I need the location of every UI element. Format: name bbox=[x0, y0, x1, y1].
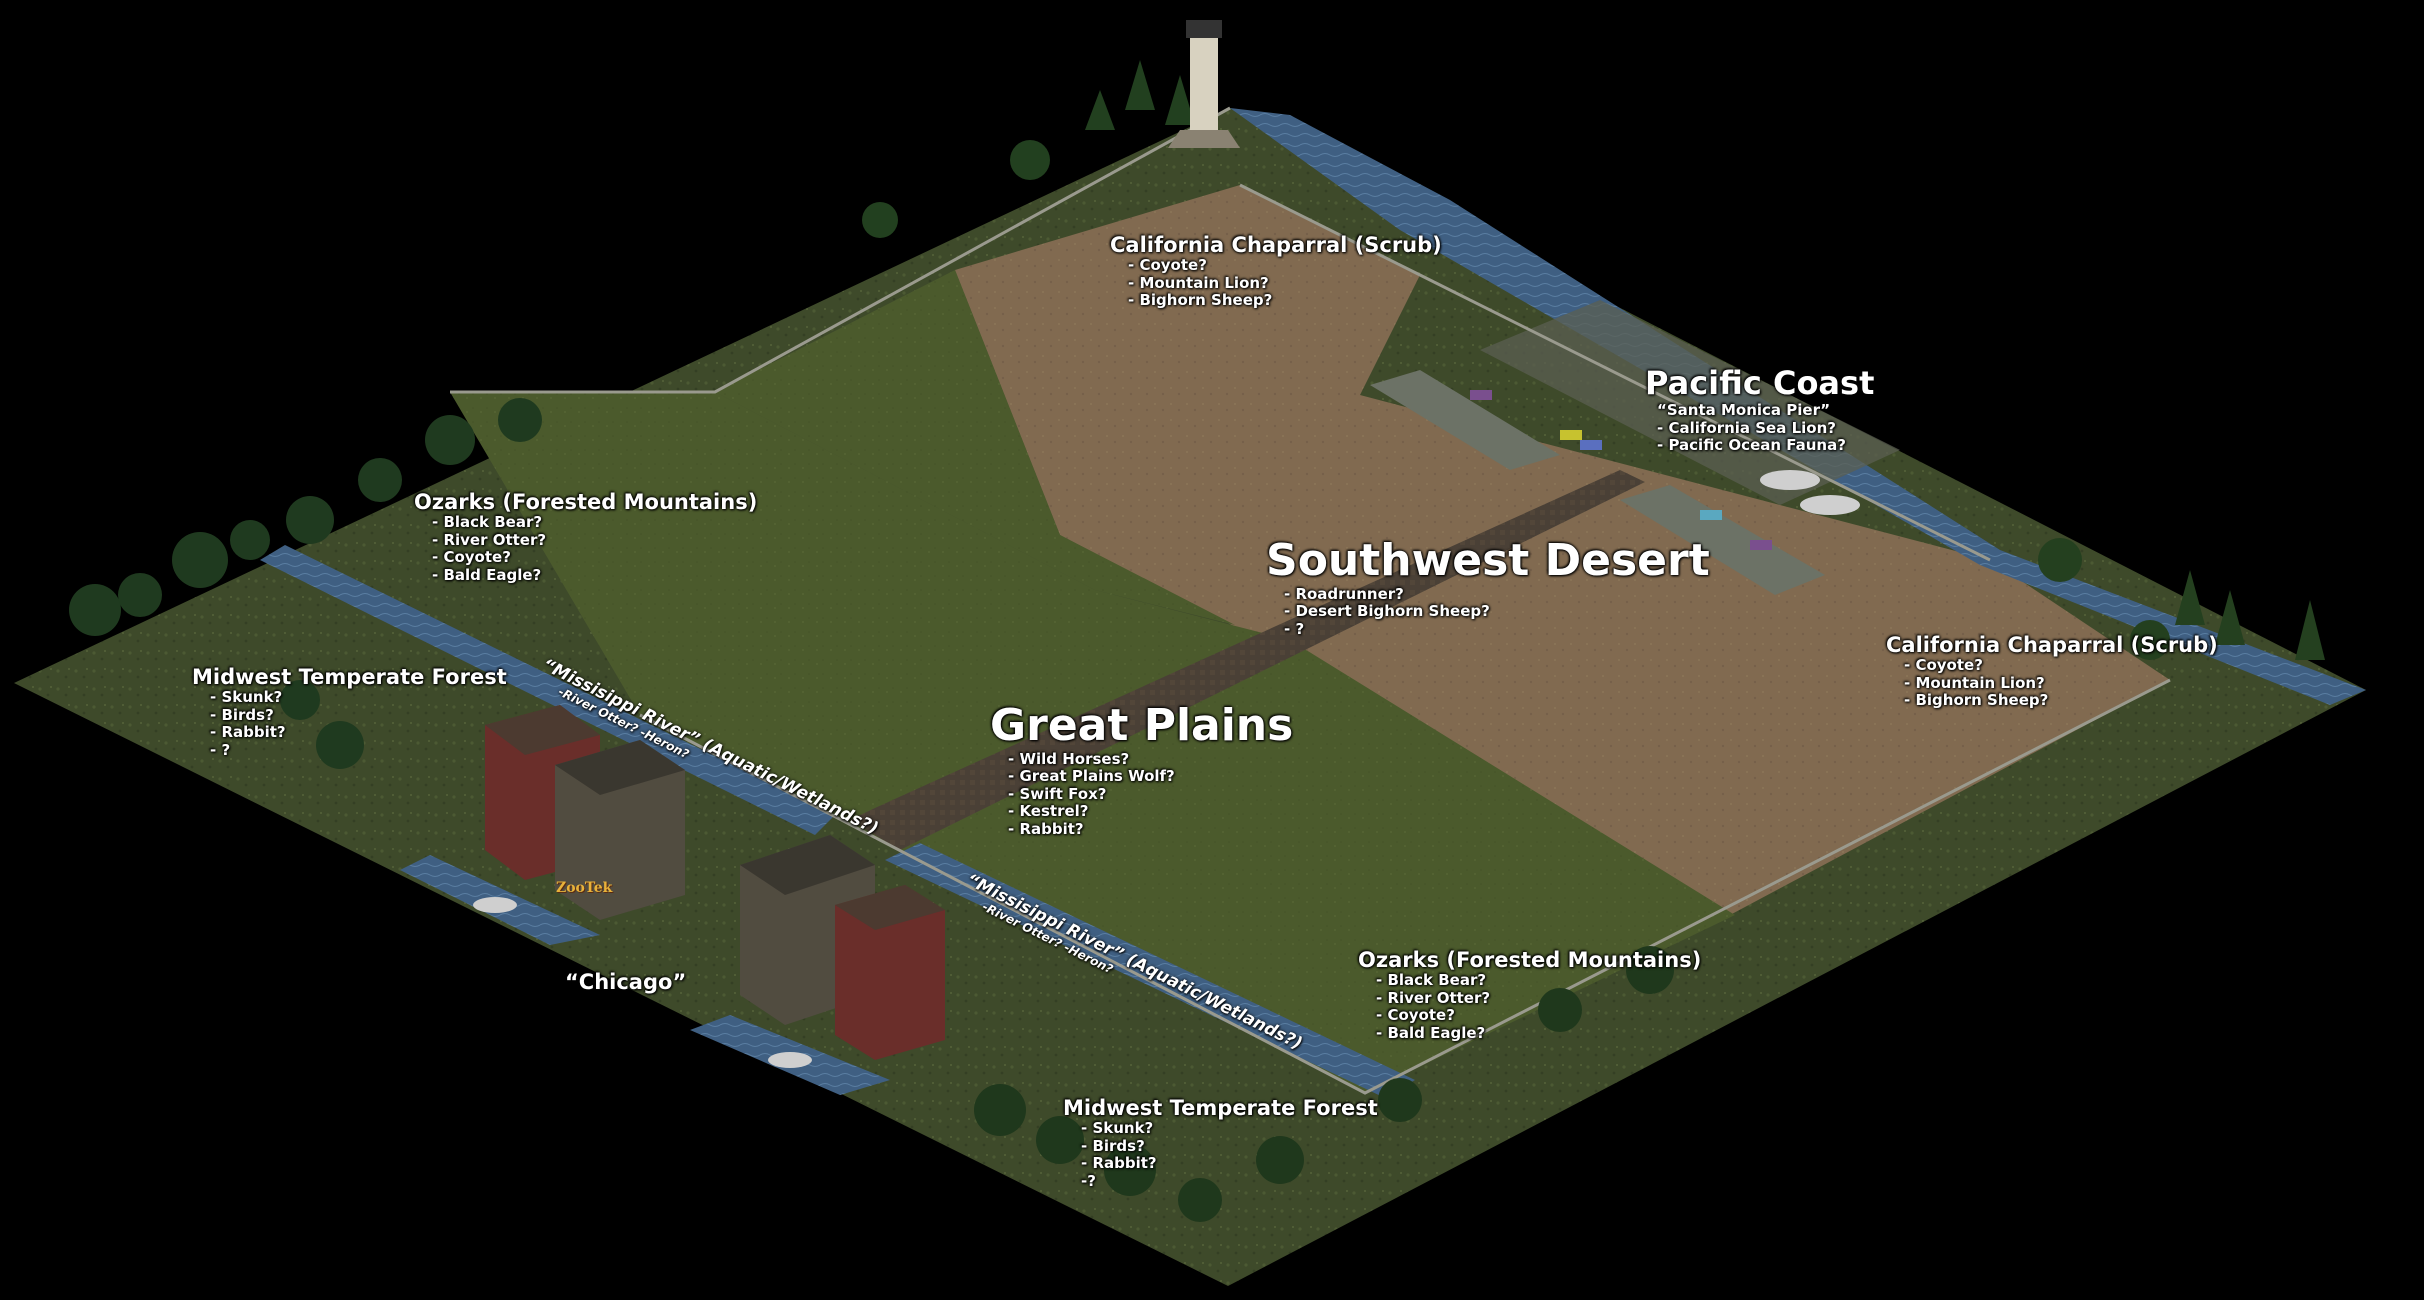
label-great-plains: Great Plains - Wild Horses? - Great Plai… bbox=[990, 700, 1293, 838]
fence-north bbox=[450, 106, 1231, 394]
label-item: - River Otter? bbox=[1376, 988, 1491, 1007]
zoo-entrance-sign: ZooTek bbox=[556, 880, 613, 896]
label-item: - Mountain Lion? bbox=[1904, 673, 2045, 692]
label-item: - Skunk? bbox=[210, 688, 283, 707]
fence-south bbox=[639, 678, 2171, 1095]
pier-plaza-left bbox=[1370, 370, 1560, 470]
label-title: California Chaparral (Scrub) bbox=[1110, 233, 1442, 257]
boats bbox=[473, 470, 1860, 1068]
label-item: - ? bbox=[210, 740, 231, 759]
label-item: - Coyote? bbox=[1904, 656, 1983, 675]
label-title: Midwest Temperate Forest bbox=[192, 665, 507, 689]
label-item: - Rabbit? bbox=[1081, 1154, 1157, 1173]
label-item: “Santa Monica Pier” bbox=[1657, 401, 1831, 420]
label-item: - Desert Bighorn Sheep? bbox=[1284, 602, 1490, 621]
lighthouse-icon bbox=[1168, 20, 1240, 148]
label-chicago: “Chicago” bbox=[565, 970, 686, 994]
label-ozarks-bottom: Ozarks (Forested Mountains) - Black Bear… bbox=[1358, 948, 1701, 1042]
tree-cluster-south bbox=[974, 946, 1674, 1222]
plains-area-upper bbox=[715, 270, 1235, 625]
label-title: “Chicago” bbox=[565, 970, 687, 994]
label-chaparral-top: California Chaparral (Scrub) - Coyote? -… bbox=[1110, 233, 1442, 310]
pier-plaza-right bbox=[1620, 485, 1825, 595]
label-item: - Swift Fox? bbox=[1008, 784, 1107, 803]
label-item: - Coyote? bbox=[1376, 1006, 1455, 1025]
label-item: - Roadrunner? bbox=[1284, 585, 1404, 604]
tree-cluster-east bbox=[2038, 538, 2325, 660]
label-item: - River Otter? bbox=[432, 530, 547, 549]
label-item: - Coyote? bbox=[1128, 256, 1207, 275]
label-item: - Bighorn Sheep? bbox=[1904, 691, 2049, 710]
building-chicago-2 bbox=[555, 740, 685, 920]
label-item: - Birds? bbox=[1081, 1136, 1145, 1155]
label-item: - ? bbox=[1284, 619, 1305, 638]
label-item: - Coyote? bbox=[432, 548, 511, 567]
pier-vehicles bbox=[1470, 390, 1772, 550]
label-item: - Rabbit? bbox=[210, 723, 286, 742]
label-item: - California Sea Lion? bbox=[1657, 418, 1836, 437]
label-item: - Birds? bbox=[210, 705, 274, 724]
tree-cluster-left bbox=[69, 398, 542, 769]
river-upper bbox=[260, 545, 835, 835]
label-title: Southwest Desert bbox=[1266, 535, 1710, 586]
ocean-edge bbox=[1230, 108, 2366, 705]
label-item: - Bighorn Sheep? bbox=[1128, 291, 1273, 310]
label-title: Midwest Temperate Forest bbox=[1063, 1096, 1378, 1120]
label-item: - Pacific Ocean Fauna? bbox=[1657, 435, 1846, 454]
label-title: Pacific Coast bbox=[1645, 364, 1875, 402]
label-item: - Black Bear? bbox=[1376, 971, 1487, 990]
label-item: - Mountain Lion? bbox=[1128, 273, 1269, 292]
label-midwest-bottom: Midwest Temperate Forest - Skunk? - Bird… bbox=[1063, 1096, 1378, 1190]
fence-east bbox=[1239, 183, 1991, 562]
label-ozarks-left: Ozarks (Forested Mountains) - Black Bear… bbox=[414, 490, 757, 584]
label-item: - Bald Eagle? bbox=[432, 565, 542, 584]
label-title: Ozarks (Forested Mountains) bbox=[414, 490, 758, 514]
main-path bbox=[850, 470, 1645, 850]
label-item: - Skunk? bbox=[1081, 1119, 1154, 1138]
label-pacific-coast: Pacific Coast “Santa Monica Pier” - Cali… bbox=[1645, 364, 1875, 454]
label-item: - Black Bear? bbox=[432, 513, 543, 532]
label-item: - Wild Horses? bbox=[1008, 750, 1130, 769]
label-midwest-left: Midwest Temperate Forest - Skunk? - Bird… bbox=[192, 665, 507, 759]
label-item: - Kestrel? bbox=[1008, 802, 1089, 821]
tree-cluster-north bbox=[862, 60, 1195, 238]
river-lower bbox=[885, 843, 1415, 1098]
building-chicago-4 bbox=[835, 885, 945, 1060]
label-title: Great Plains bbox=[990, 700, 1294, 751]
label-item: -? bbox=[1081, 1171, 1096, 1190]
label-title: California Chaparral (Scrub) bbox=[1886, 633, 2218, 657]
label-item: - Bald Eagle? bbox=[1376, 1023, 1486, 1042]
label-item: - Rabbit? bbox=[1008, 819, 1084, 838]
label-southwest-desert: Southwest Desert - Roadrunner? - Desert … bbox=[1266, 535, 1710, 638]
label-title: Ozarks (Forested Mountains) bbox=[1358, 948, 1702, 972]
desert-area bbox=[955, 185, 2170, 915]
pier-deck bbox=[1480, 300, 1900, 505]
label-chaparral-right: California Chaparral (Scrub) - Coyote? -… bbox=[1886, 633, 2218, 710]
label-item: - Great Plains Wolf? bbox=[1008, 767, 1175, 786]
